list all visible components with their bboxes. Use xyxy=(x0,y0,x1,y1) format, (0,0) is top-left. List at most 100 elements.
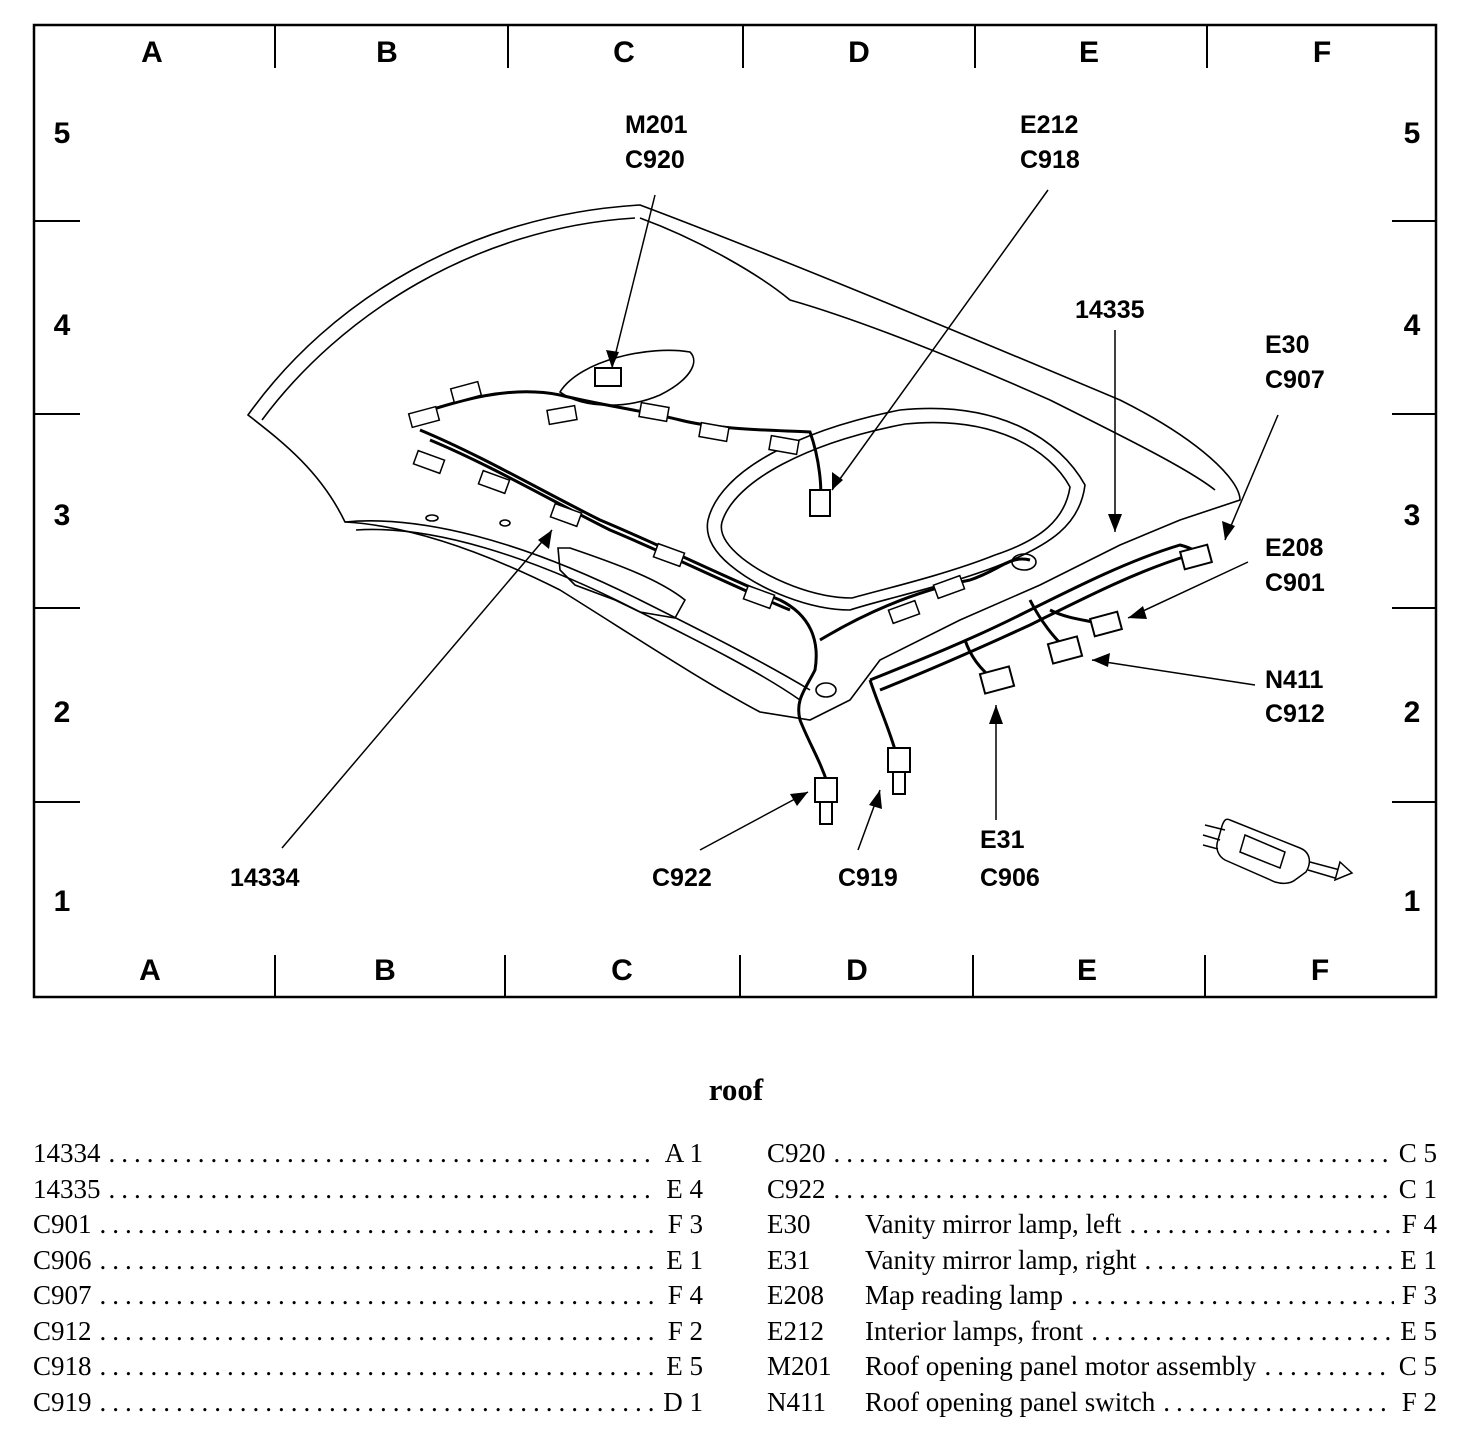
legend-location: A 1 xyxy=(664,1138,703,1168)
leader-dots xyxy=(100,1385,656,1421)
legend-code: E208 xyxy=(767,1280,824,1310)
callout-c920: C920 xyxy=(625,146,685,174)
column-label: A xyxy=(139,954,161,987)
legend-description: Map reading lamp xyxy=(865,1280,1063,1310)
row-label: 1 xyxy=(54,885,71,918)
leader-dots xyxy=(1091,1314,1392,1350)
legend-location: C 5 xyxy=(1398,1138,1437,1168)
roof-harness-diagram: A B C D E F A B C D E F 5 4 3 2 1 5 4 3 … xyxy=(32,23,1438,999)
column-label: B xyxy=(376,36,398,69)
vehicle-orientation-icon xyxy=(1202,818,1354,885)
legend-row: 14334 A 1 xyxy=(33,1136,703,1172)
callout-14334: 14334 xyxy=(230,864,300,892)
legend-code: C907 xyxy=(33,1280,92,1310)
arrowheads xyxy=(538,350,1235,809)
leader-dots xyxy=(1144,1243,1392,1279)
legend-description: Roof opening panel switch xyxy=(865,1386,1156,1417)
legend-code: C912 xyxy=(33,1315,92,1346)
leader-dots xyxy=(109,1136,657,1172)
legend-code: C918 xyxy=(33,1351,92,1381)
column-label: D xyxy=(846,954,868,987)
legend-code: C922 xyxy=(767,1173,826,1204)
leader-dots xyxy=(1163,1385,1394,1421)
legend-row: C918 E 5 xyxy=(33,1349,703,1385)
column-labels-bottom: A B C D E F xyxy=(139,954,1329,987)
legend-row: C912F 2 xyxy=(33,1314,703,1350)
legend-code: E212 xyxy=(767,1315,824,1346)
column-label: F xyxy=(1313,36,1331,69)
row-label: 2 xyxy=(1404,696,1421,729)
callout-c906: C906 xyxy=(980,864,1040,892)
legend-code: E30 xyxy=(767,1209,811,1239)
column-label: A xyxy=(141,36,163,69)
row-label: 1 xyxy=(1404,885,1421,918)
row-label: 3 xyxy=(1404,499,1421,532)
column-label: E xyxy=(1077,954,1097,987)
row-labels-left: 5 4 3 2 1 xyxy=(54,117,71,918)
legend-row: C919 D 1 xyxy=(33,1385,703,1421)
connectors xyxy=(594,367,1214,825)
row-label: 3 xyxy=(54,499,71,532)
column-label: C xyxy=(613,36,635,69)
column-label: B xyxy=(374,954,396,987)
callout-c918: C918 xyxy=(1020,146,1080,174)
legend-description: Roof opening panel motor assembly xyxy=(865,1351,1257,1381)
leader-lines xyxy=(281,189,1279,851)
legend-row: C901 F 3 xyxy=(33,1207,703,1243)
legend-code: C901 xyxy=(33,1209,92,1239)
leader-dots xyxy=(100,1314,660,1350)
legend-location: E 5 xyxy=(666,1351,703,1381)
legend-location: F 3 xyxy=(667,1209,703,1239)
legend-code: M201 xyxy=(767,1351,832,1381)
leader-dots xyxy=(1129,1207,1393,1243)
row-labels-right: 5 4 3 2 1 xyxy=(1404,117,1421,918)
grid-ticks xyxy=(34,25,1436,997)
callout-e30: E30 xyxy=(1265,331,1309,359)
legend-row: E31 Vanity mirror lamp, right E 1 xyxy=(767,1243,1437,1279)
legend-code: E31 xyxy=(767,1244,811,1275)
callout-c901: C901 xyxy=(1265,569,1325,597)
legend-location: E 1 xyxy=(666,1244,703,1275)
legend-location: E 5 xyxy=(1400,1315,1437,1346)
row-label: 5 xyxy=(54,117,71,150)
column-label: D xyxy=(848,36,870,69)
callout-c922: C922 xyxy=(652,864,712,892)
legend-location: F 2 xyxy=(1401,1386,1437,1417)
legend-code: C919 xyxy=(33,1386,92,1417)
legend-row: E208 Map reading lamp F 3 xyxy=(767,1278,1437,1314)
callout-c912: C912 xyxy=(1265,700,1325,728)
row-label: 4 xyxy=(1404,309,1421,342)
leader-dots xyxy=(100,1207,660,1243)
leader-dots xyxy=(100,1278,660,1314)
legend-location: F 3 xyxy=(1401,1280,1437,1310)
row-label: 5 xyxy=(1404,117,1421,150)
legend-location: F 4 xyxy=(1401,1209,1437,1239)
legend-location: E 1 xyxy=(1400,1244,1437,1275)
legend-location: F 4 xyxy=(667,1280,703,1310)
legend-code: 14334 xyxy=(33,1138,101,1168)
callout-labels: M201 C920 E212 C918 14335 E30 C907 E208 … xyxy=(230,111,1325,892)
column-label: F xyxy=(1311,954,1329,987)
legend-description: Vanity mirror lamp, right xyxy=(865,1244,1137,1275)
callout-14335: 14335 xyxy=(1075,296,1145,324)
callout-c919: C919 xyxy=(838,864,898,892)
legend-location: D 1 xyxy=(663,1386,703,1417)
legend-row: M201 Roof opening panel motor assembly C 5 xyxy=(767,1349,1437,1385)
diagram-frame xyxy=(32,23,1438,999)
callout-e208: E208 xyxy=(1265,534,1323,562)
legend-row: C906E 1 xyxy=(33,1243,703,1279)
callout-e31: E31 xyxy=(980,826,1025,854)
callout-e212: E212 xyxy=(1020,111,1078,139)
legend-location: C 5 xyxy=(1398,1351,1437,1381)
leader-dots xyxy=(834,1136,1391,1172)
harness-clips xyxy=(407,380,966,625)
legend-row: C907 F 4 xyxy=(33,1278,703,1314)
leader-dots xyxy=(834,1172,1391,1208)
leader-dots xyxy=(1071,1278,1394,1314)
